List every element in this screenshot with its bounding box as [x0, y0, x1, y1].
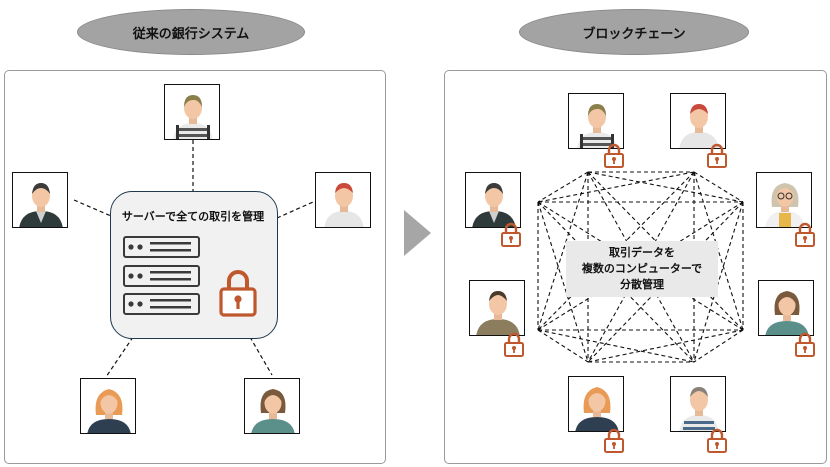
person-avatar-icon [472, 183, 516, 227]
node-avatar-5 [469, 280, 525, 336]
person-avatar-icon [765, 291, 809, 335]
padlock-icon [707, 428, 727, 453]
padlock-icon [604, 143, 624, 168]
person-avatar-top [164, 84, 220, 140]
blockchain-title-text: ブロックチェーン [582, 26, 686, 42]
person-avatar-icon [575, 387, 619, 431]
mesh-link [587, 171, 744, 203]
person-avatar-left [12, 172, 68, 228]
person-avatar-icon [19, 183, 63, 227]
person-avatar-icon [577, 104, 617, 148]
node-avatar-6 [758, 280, 814, 336]
node-avatar-8 [670, 376, 726, 432]
person-avatar-icon [679, 104, 719, 148]
person-avatar-icon [87, 389, 131, 433]
mesh-link [587, 171, 744, 331]
blockchain-title: ブロックチェーン [519, 9, 749, 55]
padlock-icon [501, 222, 521, 247]
node-avatar-4 [756, 172, 812, 228]
mesh-link [537, 329, 695, 363]
person-avatar-icon [765, 183, 805, 227]
padlock-icon [795, 222, 815, 247]
node-avatar-1 [568, 93, 624, 149]
blockchain-center-label-line: 分散管理 [620, 278, 664, 291]
traditional-bank-title: 従来の銀行システム [77, 9, 305, 55]
mesh-link [537, 171, 695, 331]
central-server-label: サーバーで全ての取引を管理 [121, 210, 265, 223]
padlock-icon [504, 332, 524, 357]
mesh-link [587, 201, 744, 363]
server-padlock-icon [219, 270, 257, 317]
blockchain-center-label: 取引データを 複数のコンピューターで 分散管理 [566, 241, 718, 297]
padlock-icon [795, 332, 815, 357]
person-avatar-bottom-right [244, 378, 300, 434]
mesh-link [693, 329, 744, 363]
mesh-link [587, 329, 744, 363]
padlock-icon [707, 143, 727, 168]
person-avatar-icon [251, 389, 295, 433]
person-avatar-bottom-left [80, 378, 136, 434]
padlock-icon [604, 428, 624, 453]
person-avatar-icon [324, 183, 364, 227]
node-avatar-3 [465, 172, 521, 228]
blockchain-center-label-line: 複数のコンピューターで [581, 262, 703, 275]
mesh-link [537, 171, 589, 203]
mesh-link [693, 171, 744, 203]
person-avatar-icon [476, 291, 520, 335]
node-avatar-2 [670, 93, 726, 149]
blockchain-center-label-line: 取引データを [609, 246, 675, 259]
mesh-link [537, 329, 589, 363]
mesh-link [537, 171, 695, 203]
traditional-bank-title-text: 従来の銀行システム [132, 26, 250, 42]
person-avatar-right [315, 172, 371, 228]
person-avatar-icon [173, 95, 213, 139]
mesh-link [537, 201, 695, 363]
node-avatar-7 [568, 376, 624, 432]
person-avatar-icon [679, 387, 719, 431]
